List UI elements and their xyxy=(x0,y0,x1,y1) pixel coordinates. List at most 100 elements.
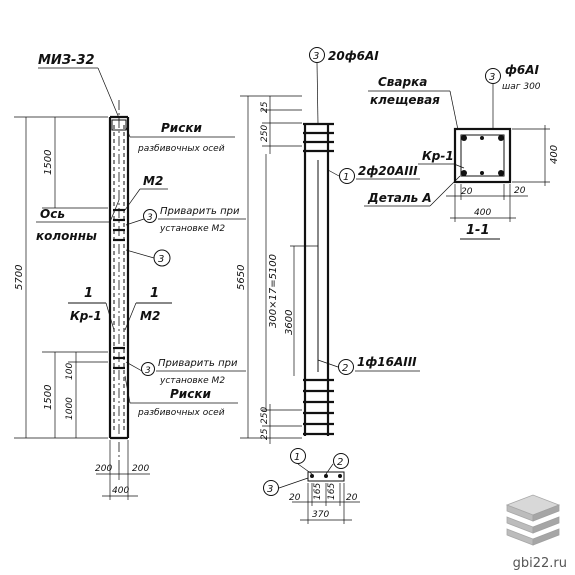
dim-5700: 5700 xyxy=(14,265,25,290)
frac-left-leader xyxy=(105,302,115,331)
callout-1-num: 1 xyxy=(343,172,349,183)
dim-100: 100 xyxy=(65,363,75,380)
axis-label-leader xyxy=(109,199,120,223)
callout-2-num: 2 xyxy=(342,363,348,374)
section-stirrup xyxy=(460,134,505,177)
axis-label-line2: колонны xyxy=(36,229,97,243)
small-section-outline xyxy=(307,471,345,482)
callout-2-leader xyxy=(317,359,339,368)
frac-right-den: М2 xyxy=(140,309,160,323)
callout-3-top-leader xyxy=(316,62,319,125)
dim-20-right-small: 20 xyxy=(346,493,358,503)
m2-top-leader xyxy=(124,188,141,211)
leader-3-small xyxy=(278,477,309,489)
embedded-plate-top xyxy=(111,119,127,131)
callout-circle-3-small xyxy=(263,480,279,496)
section-1-1: Сварка клещевая 3 ф6АI шаг 300 Кр-1 Дета… xyxy=(364,63,560,240)
column-elevation: МИЗ-32 Риски разбивочных осей 1500 М2 Ос… xyxy=(14,53,246,500)
callout-circle-3-weld-bottom xyxy=(141,362,155,376)
callout-3-weld-top-num: 3 xyxy=(147,213,153,223)
rebar-dot xyxy=(480,171,484,175)
dim-20-left: 20 xyxy=(461,187,473,197)
risk-note-bottom-sub: разбивочных осей xyxy=(137,408,225,418)
axis-label-line1: Ось xyxy=(40,207,65,221)
weld-top-leader xyxy=(125,218,145,226)
dim-400: 400 xyxy=(112,486,129,496)
callout-3-weld-bottom-num: 3 xyxy=(145,366,151,376)
dim-200-left: 200 xyxy=(95,464,112,474)
dim-300x17: 300×17=5100 xyxy=(268,254,279,328)
callout-3-section-text1: ф6АI xyxy=(505,63,540,77)
slab-right-face xyxy=(532,516,560,534)
dim-20-left-small: 20 xyxy=(289,493,301,503)
callout-1-leader xyxy=(327,169,340,177)
welding-line2: клещевая xyxy=(370,93,440,107)
callout-1-small-num: 1 xyxy=(294,452,300,463)
callout-3-section-num: 3 xyxy=(489,72,495,83)
dim-370: 370 xyxy=(312,510,329,520)
callout-circle-3-top xyxy=(309,47,325,63)
callout-1-text: 2ф20АIII xyxy=(358,164,418,178)
dim-20-right: 20 xyxy=(514,186,526,196)
frac-right-num: 1 xyxy=(150,286,159,301)
slab-right-face xyxy=(532,528,560,546)
dim-1000: 1000 xyxy=(65,397,75,420)
rebar-dot xyxy=(338,474,342,478)
dim-25-top: 25 xyxy=(260,101,270,113)
section-title: 1-1 xyxy=(466,223,490,238)
detail-label: Деталь А xyxy=(367,191,432,205)
callout-3-small-num: 3 xyxy=(267,484,273,495)
dim-3600: 3600 xyxy=(284,310,295,335)
rebar-dot xyxy=(310,474,314,478)
dim-250-top: 250 xyxy=(260,125,270,142)
weld-top-line2: установке М2 xyxy=(159,224,225,234)
callout-2-text: 1ф16АIII xyxy=(357,355,417,369)
callout-circle-3-weld-top xyxy=(143,209,157,223)
callout-circle-2 xyxy=(338,359,354,375)
callout-3-mid-num: 3 xyxy=(158,254,164,265)
dim-25-bottom: 25 xyxy=(260,428,270,440)
rebar-dot xyxy=(461,135,467,141)
kr1-label: Кр-1 xyxy=(422,149,454,163)
dim-400-side: 400 xyxy=(549,145,560,164)
mark-leader xyxy=(97,67,120,119)
dim-165-a: 165 xyxy=(313,483,323,500)
frac-right-leader xyxy=(124,302,137,331)
kr1-leader xyxy=(453,163,465,169)
m2-top-label: М2 xyxy=(143,174,163,188)
dim-165-b: 165 xyxy=(327,483,337,500)
dim-5650: 5650 xyxy=(236,265,247,290)
gbi22-logo-icon xyxy=(505,494,561,546)
callout-circle-1-small xyxy=(290,448,306,464)
risk-note-top-title: Риски xyxy=(161,121,202,135)
callout-3-mid-leader xyxy=(125,249,155,259)
rebar-dot xyxy=(461,170,467,176)
welding-line1: Сварка xyxy=(378,75,427,89)
frac-left-num: 1 xyxy=(84,286,93,301)
callout-3-section-text2: шаг 300 xyxy=(502,82,541,92)
callout-circle-1 xyxy=(339,168,355,184)
callout-circle-3-section xyxy=(485,68,501,84)
watermark-text: gbi22.ru xyxy=(512,556,567,571)
dim-250-bottom: 250 xyxy=(260,407,270,424)
risk-note-top-sub: разбивочных осей xyxy=(137,144,225,154)
callout-3-top-num: 3 xyxy=(313,51,319,62)
frac-left-den: Кр-1 xyxy=(70,309,102,323)
weld-bottom-line1: Приварить при xyxy=(158,358,238,369)
callout-circle-2-small xyxy=(333,453,349,469)
rebar-dot xyxy=(324,474,328,478)
section-outline xyxy=(453,127,512,184)
dim-1500-top: 1500 xyxy=(43,150,54,175)
rebar-dot xyxy=(498,170,504,176)
risk-note-top-leader xyxy=(125,126,131,138)
dim-200-right: 200 xyxy=(132,464,149,474)
weld-bottom-leader xyxy=(125,361,143,372)
callout-3-top-text: 20ф6АI xyxy=(328,49,379,63)
callout-2-small-num: 2 xyxy=(337,457,343,468)
detail-leader xyxy=(429,175,461,207)
rebar-dot xyxy=(498,135,504,141)
small-section: 1 2 3 20 165 165 20 370 xyxy=(263,448,360,524)
rebar-dot xyxy=(480,136,484,140)
welding-leader xyxy=(449,90,459,131)
